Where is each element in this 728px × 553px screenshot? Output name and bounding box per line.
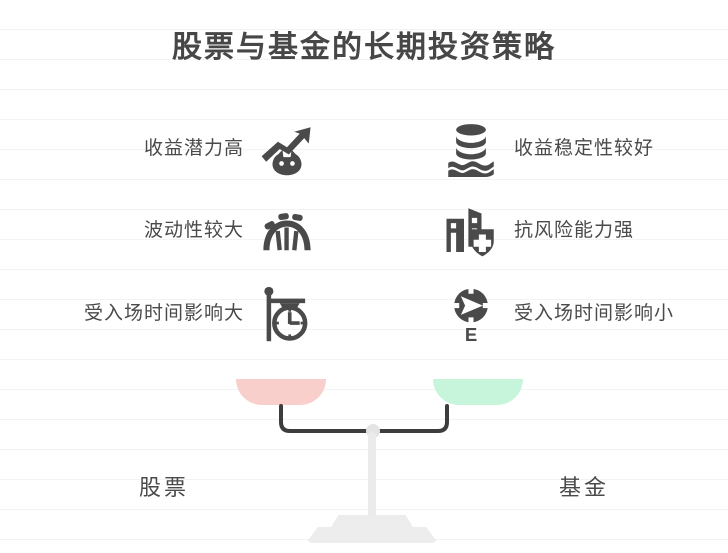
compass-east-icon: E [440,283,502,345]
coin-stack-waves-icon [440,118,502,180]
svg-text:E: E [465,324,477,343]
feature-label: 收益稳定性较好 [514,138,655,160]
feature-row-left-3: 受入场时间影响大 [36,283,318,345]
scale-base-lower [306,527,438,543]
feature-label: 受入场时间影响小 [514,303,675,325]
feature-row-right-2: 抗风险能力强 [440,200,702,262]
category-label-right: 基金 [558,475,609,500]
scale-beam [279,404,449,433]
bull-rising-arrow-icon [256,118,318,180]
category-label-left: 股票 [138,475,189,500]
feature-row-left-1: 收益潜力高 [66,118,318,180]
hanging-station-clock-icon [256,283,318,345]
scale-base-upper [330,515,414,529]
feature-row-right-1: 收益稳定性较好 [440,118,702,180]
feature-label: 受入场时间影响大 [83,303,244,325]
balance-scale [0,360,728,553]
roller-coaster-icon [256,200,318,262]
page-title: 股票与基金的长期投资策略 [172,31,556,64]
feature-label: 抗风险能力强 [514,220,635,242]
feature-row-left-2: 波动性较大 [66,200,318,262]
scale-pillar [368,432,376,519]
feature-row-right-3: E 受入场时间影响小 [440,283,702,345]
feature-label: 收益潜力高 [143,138,244,160]
hospital-shield-plus-icon [440,200,502,262]
feature-label: 波动性较大 [143,220,244,242]
